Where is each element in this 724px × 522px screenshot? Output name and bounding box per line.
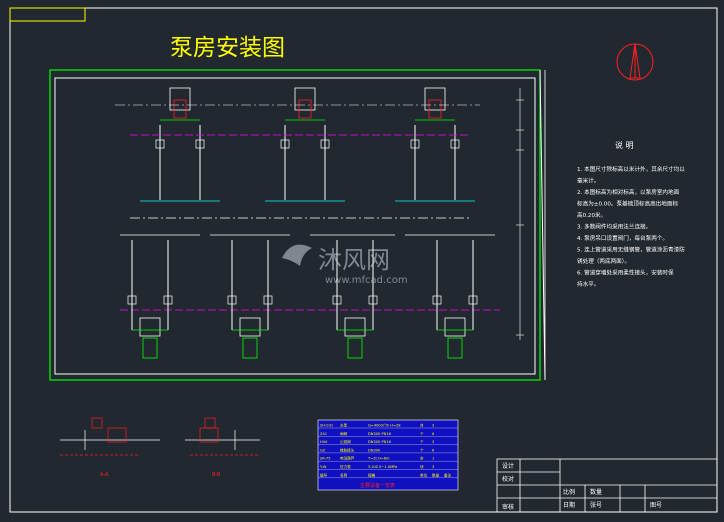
equipment-table-title: 主要设备一览表 (360, 482, 395, 489)
equipment-table-cell: 压力表 (340, 464, 351, 469)
north-arrow-icon (616, 43, 654, 81)
equipment-table-cell: 6 (432, 432, 435, 436)
upper-pump-unit (140, 87, 220, 202)
section-detail-b (185, 417, 260, 456)
equipment-table-cell: SR-75 (320, 457, 331, 461)
equipment-table-cell: 台 (420, 456, 424, 461)
equipment-table-cell: GZ (320, 448, 326, 452)
equipment-table-cell: 备注 (444, 472, 452, 477)
equipment-table-cell: 规格 (368, 472, 376, 477)
upper-pump-unit (265, 87, 345, 202)
title-block-label: 数量 (590, 488, 602, 496)
equipment-table-cell: 个 (420, 447, 424, 452)
equipment-table-cell: 水泵 (340, 423, 348, 428)
equipment-table-cell: DN300 (368, 448, 381, 452)
lower-pump-unit (227, 240, 273, 359)
title-block-label: 日期 (563, 501, 575, 509)
upper-pump-unit (395, 87, 475, 202)
section-label-b: B-B (212, 472, 221, 478)
note-line: 6. 管道穿墙处采用柔性接头，安装时保 (577, 269, 674, 277)
equipment-table-cell: 闸阀 (340, 431, 348, 436)
equipment-table-cell: H44 (320, 440, 328, 444)
building-wall (54, 77, 536, 375)
note-line: 2. 本图标高为相对标高，以泵房室内地面 (577, 188, 680, 196)
equipment-table-cell: 3 (432, 440, 434, 444)
watermark: 沐风网 www.mfcad.com (282, 244, 408, 286)
equipment-table-cell: Y-100 0~1.0MPa (368, 465, 397, 469)
drawing-title: 泵房安装图 (170, 35, 285, 61)
note-line: 5. 连上管道采用无缝钢管，管道涂沥青漆防 (577, 246, 685, 254)
note-line: 锈处理（两底两面）。 (577, 257, 630, 265)
section-detail-a (60, 417, 160, 456)
title-block (496, 458, 718, 513)
note-line: 高0.20米。 (577, 211, 606, 219)
sheet-border (9, 7, 718, 513)
plan-frame (49, 69, 541, 381)
equipment-table-cell: 单位 (420, 472, 428, 477)
equipment-table-cell: T=2t H=6m (367, 457, 390, 461)
sheet-corner-tag (9, 7, 86, 22)
equipment-table-cell: Z41 (320, 432, 327, 436)
equipment-table-cell: DN300 PN16 (368, 440, 392, 444)
lower-pump-unit (127, 240, 173, 359)
equipment-table-cell: Q=400m³/h H=28 (368, 424, 401, 428)
right-dimension-line (516, 88, 524, 340)
lower-pump-unit (332, 240, 378, 359)
note-line: 3. 多数阀件均采用法兰连接。 (577, 223, 651, 231)
equipment-table-cell: 编号 (320, 472, 328, 477)
equipment-table-cell: Y-W (320, 465, 327, 469)
title-block-label: 设计 (502, 462, 514, 470)
watermark-logo-icon (282, 244, 312, 266)
notes-heading: 说 明 (615, 140, 634, 150)
equipment-table-cell: 数量 (432, 472, 440, 477)
title-block-label: 比例 (563, 488, 575, 496)
equipment-table-cell: 电动葫芦 (340, 456, 355, 461)
note-line: 1. 本图尺寸除标高以米计外，其余尺寸均以 (577, 165, 685, 173)
equipment-table-cell: SH-031 (320, 424, 333, 428)
note-line: 4. 泵房吊口设置阀门，每台泵两个。 (577, 234, 668, 242)
note-line: 标高为±0.00。泵基础顶标高高出地面标 (577, 200, 678, 208)
watermark-url: www.mfcad.com (325, 275, 408, 286)
equipment-table-cell: 3 (432, 465, 434, 469)
note-line: 持水平。 (577, 280, 599, 288)
title-block-label: 校对 (502, 475, 514, 483)
title-block-label: 张号 (590, 501, 602, 509)
title-block-label: 审核 (502, 503, 514, 511)
equipment-table-cell: 个 (420, 439, 424, 444)
note-line: 毫米计。 (577, 177, 599, 185)
equipment-table-cell: 名称 (340, 472, 348, 477)
equipment-table-cell: 个 (420, 431, 424, 436)
lower-pump-unit (432, 240, 478, 359)
upper-pump-row (140, 87, 475, 202)
section-label-a: A-A (100, 472, 109, 478)
lower-pump-row (127, 240, 478, 359)
equipment-table-cell: 止回阀 (340, 439, 351, 444)
equipment-table-cell: 橡胶接头 (340, 447, 355, 452)
watermark-brand: 沐风网 (318, 246, 390, 274)
equipment-table-cell: 1 (432, 457, 434, 461)
equipment-table-cell: 块 (420, 464, 424, 469)
equipment-table-cell: 6 (432, 448, 435, 452)
equipment-table-cell: DN300 PN16 (368, 432, 392, 436)
title-block-label: 图号 (650, 502, 662, 509)
equipment-table-cell: 3 (432, 424, 434, 428)
equipment-table-cell: 台 (420, 423, 424, 428)
